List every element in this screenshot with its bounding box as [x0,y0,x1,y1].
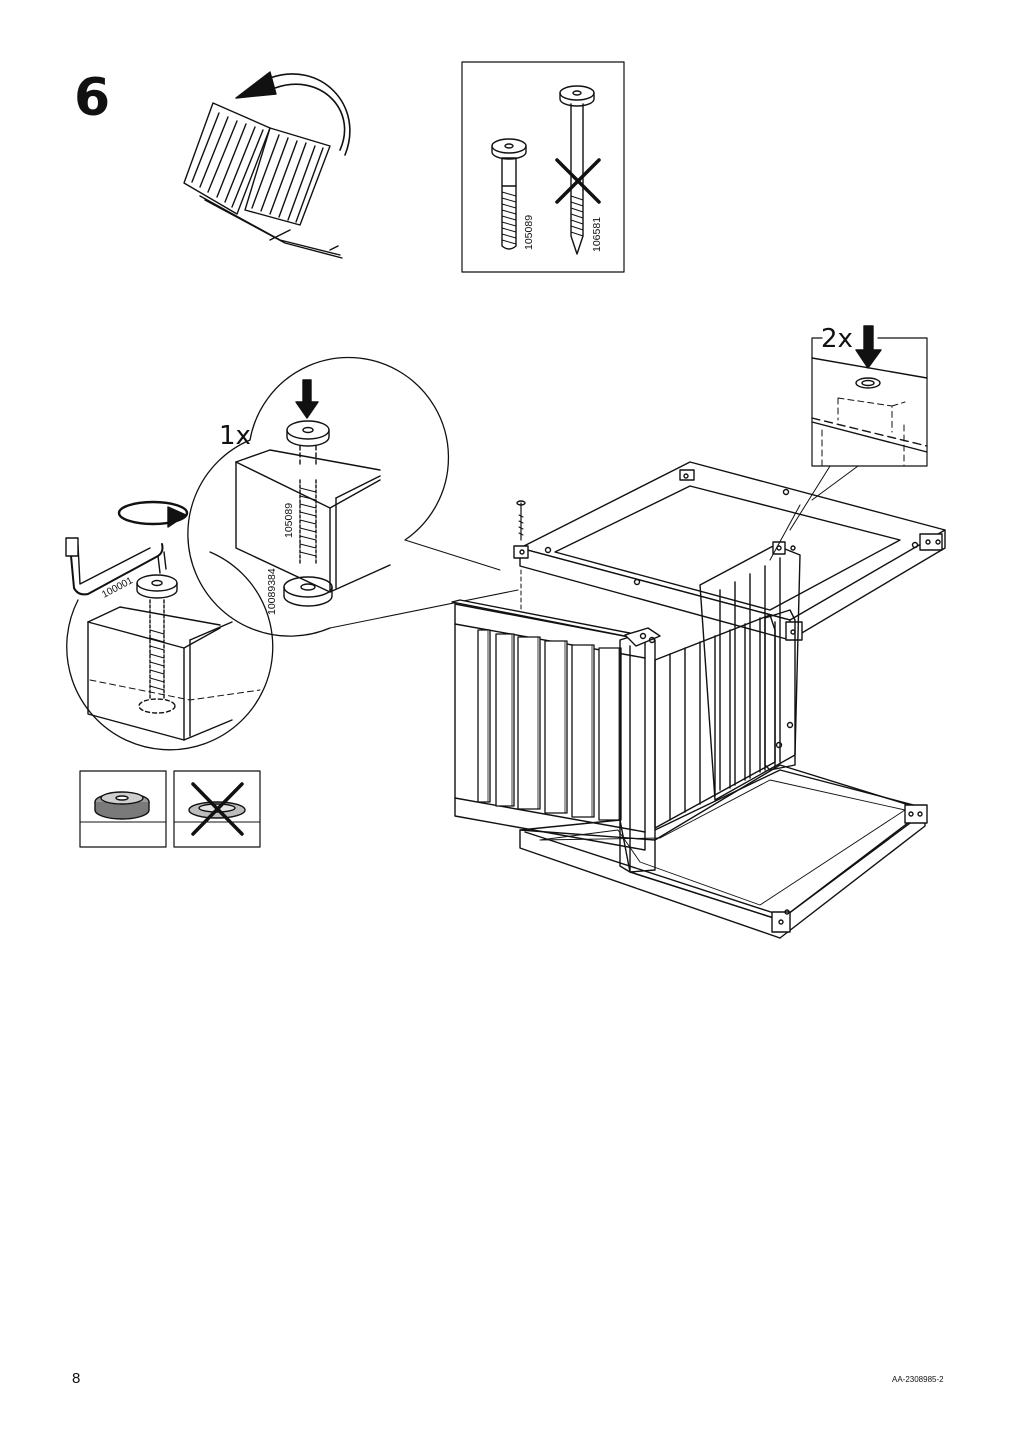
hole-detail: 2x [789,324,928,531]
chair-assembly [451,461,946,939]
page-number: 8 [72,1370,81,1387]
washer-orientation-correct [79,770,167,848]
washer-orientation-wrong [173,770,261,848]
step-number: 6 [74,68,111,128]
bolt-part-label: 105089 [283,503,295,538]
bolt-quantity: 1x [219,421,251,451]
document-code: AA-2308985-2 [892,1375,944,1384]
allen-key-detail: 100001 [65,500,274,751]
bolt-washer-detail: 1x 105089 10089384 [187,356,519,637]
flip-chair-thumbnail [183,71,351,259]
hole-quantity: 2x [821,324,853,354]
washer-part-label: 10089384 [266,568,278,615]
wrong-part-label: 106581 [591,217,603,252]
correct-part-label: 105089 [523,215,535,250]
screw-comparison-box: 105089 106581 [461,61,625,273]
